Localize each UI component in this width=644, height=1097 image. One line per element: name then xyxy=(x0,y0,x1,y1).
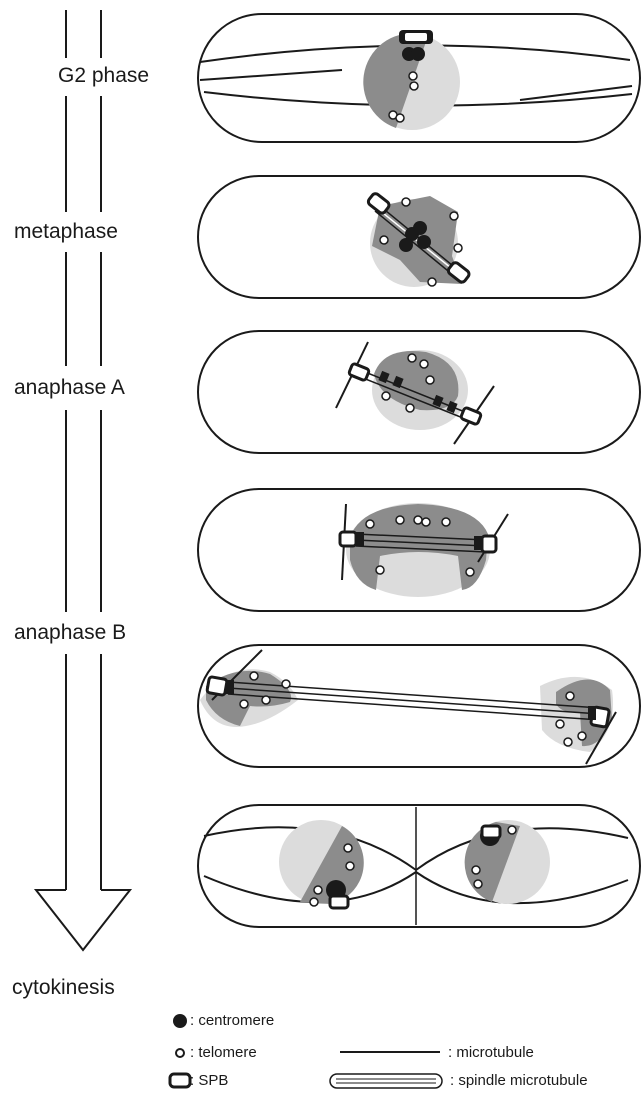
cell-anaphase-a xyxy=(198,331,640,453)
spb xyxy=(340,532,356,546)
progression-arrow xyxy=(36,10,130,950)
telomere xyxy=(396,114,404,122)
telomere xyxy=(508,826,516,834)
telomere xyxy=(402,198,410,206)
telomere xyxy=(442,518,450,526)
cell-cytokinesis xyxy=(198,805,640,927)
telomere xyxy=(472,866,480,874)
telomere xyxy=(466,568,474,576)
telomere xyxy=(414,516,422,524)
centromere xyxy=(226,680,234,694)
telomere xyxy=(564,738,572,746)
legend-centromere-icon xyxy=(173,1014,187,1028)
centromere xyxy=(474,536,482,550)
telomere xyxy=(376,566,384,574)
centromere xyxy=(413,221,427,235)
telomere xyxy=(428,278,436,286)
spb xyxy=(330,896,348,908)
cell-g2 xyxy=(198,14,640,142)
telomere xyxy=(382,392,390,400)
centromere xyxy=(356,532,364,546)
telomere xyxy=(409,72,417,80)
telomere xyxy=(346,862,354,870)
telomere xyxy=(420,360,428,368)
telomere xyxy=(310,898,318,906)
telomere xyxy=(566,692,574,700)
legend-spindle-microtubule-icon xyxy=(330,1074,442,1088)
telomere xyxy=(396,516,404,524)
cell-anaphase-b-early xyxy=(198,489,640,611)
telomere xyxy=(314,886,322,894)
spb xyxy=(207,677,228,696)
telomere xyxy=(282,680,290,688)
centromere xyxy=(399,238,413,252)
centromere xyxy=(417,235,431,249)
legend-spb-icon xyxy=(170,1074,190,1087)
centromere xyxy=(411,47,425,61)
spb xyxy=(482,826,500,838)
telomere xyxy=(262,696,270,704)
telomere xyxy=(422,518,430,526)
cell-metaphase xyxy=(198,176,640,298)
centromere xyxy=(588,706,596,720)
spb xyxy=(482,536,496,552)
spb xyxy=(404,32,428,42)
cell-anaphase-b-late xyxy=(198,645,640,767)
telomere xyxy=(474,880,482,888)
telomere xyxy=(410,82,418,90)
legend xyxy=(170,1014,442,1088)
telomere xyxy=(380,236,388,244)
telomere xyxy=(450,212,458,220)
telomere xyxy=(578,732,586,740)
telomere xyxy=(408,354,416,362)
telomere xyxy=(556,720,564,728)
telomere xyxy=(366,520,374,528)
telomere xyxy=(250,672,258,680)
legend-telomere-icon xyxy=(176,1049,184,1057)
telomere xyxy=(426,376,434,384)
telomere xyxy=(240,700,248,708)
cell-outline xyxy=(198,805,640,927)
telomere xyxy=(344,844,352,852)
telomere xyxy=(454,244,462,252)
telomere xyxy=(406,404,414,412)
